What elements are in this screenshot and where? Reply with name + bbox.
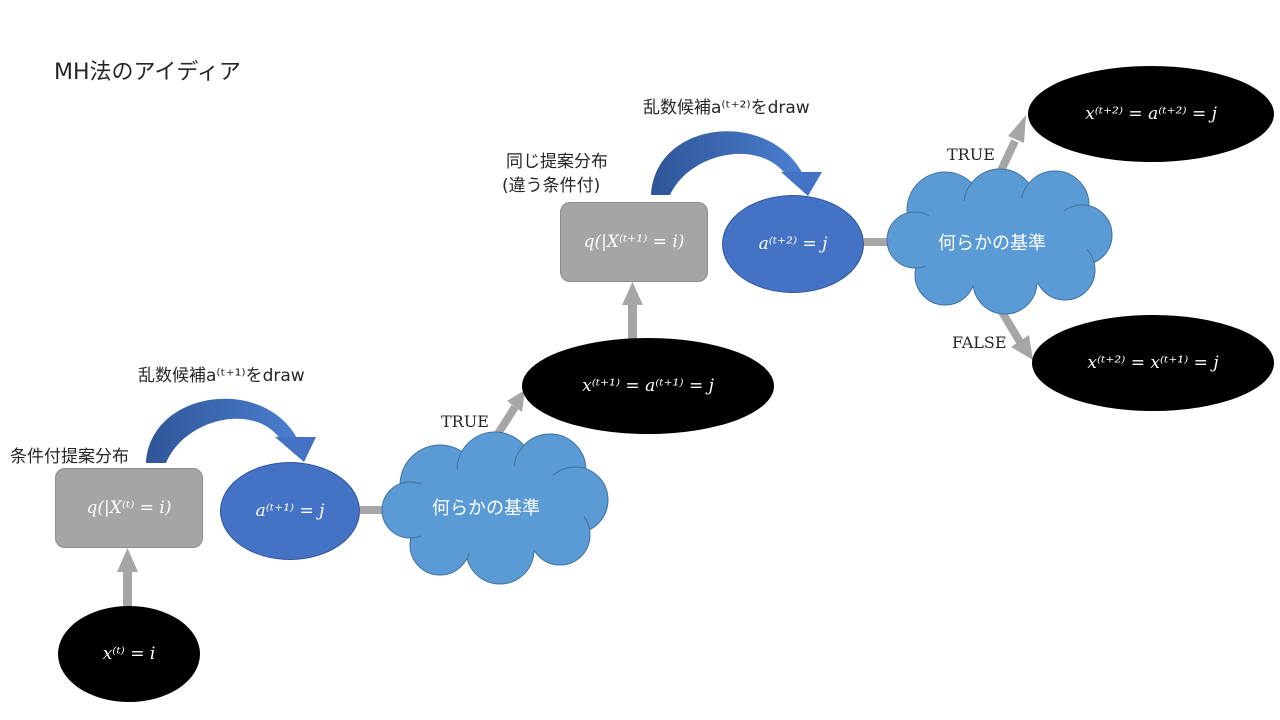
false-label: FALSE — [952, 333, 1007, 352]
arrow-xt1-to-q2 — [622, 282, 643, 342]
page-title: MH法のアイディア — [54, 60, 241, 85]
node-x-t1: x⁽ᵗ⁺¹⁾ = a⁽ᵗ⁺¹⁾ = j — [522, 338, 774, 434]
cloud-criterion-1 — [381, 431, 609, 585]
node-a-t2: a⁽ᵗ⁺²⁾ = j — [722, 195, 864, 293]
draw-label-1: 乱数候補a⁽ᵗ⁺¹⁾をdraw — [138, 366, 305, 386]
curved-arrow-draw-1 — [146, 398, 316, 463]
criterion-label-1: 何らかの基準 — [432, 498, 540, 519]
node-x-t2-false: x⁽ᵗ⁺²⁾ = x⁽ᵗ⁺¹⁾ = j — [1032, 315, 1274, 411]
criterion-label-2: 何らかの基準 — [938, 233, 1046, 254]
true-label-2: TRUE — [947, 145, 995, 164]
draw-label-2: 乱数候補a⁽ᵗ⁺²⁾をdraw — [643, 98, 810, 118]
proposal-label-2-line2: (違う条件付) — [502, 176, 601, 196]
connector-a1-cloud1 — [360, 506, 390, 514]
arrow-cloud2-true — [994, 115, 1026, 179]
curved-arrow-draw-2 — [651, 131, 822, 196]
cloud-criterion-2 — [886, 168, 1113, 315]
arrow-cloud2-false — [998, 309, 1033, 360]
arrow-xt-to-q1 — [117, 548, 138, 608]
node-x-t2-true: x⁽ᵗ⁺²⁾ = a⁽ᵗ⁺²⁾ = j — [1028, 66, 1274, 162]
proposal-box-2: q(|X⁽ᵗ⁺¹⁾ = i) — [560, 202, 708, 282]
connector-a2-cloud2 — [864, 238, 894, 246]
proposal-label-2-line1: 同じ提案分布 — [506, 152, 608, 172]
node-x-t: x⁽ᵗ⁾ = i — [58, 606, 200, 702]
node-a-t1: a⁽ᵗ⁺¹⁾ = j — [220, 462, 360, 560]
proposal-label-1: 条件付提案分布 — [10, 447, 129, 467]
proposal-box-1: q(|X⁽ᵗ⁾ = i) — [55, 468, 203, 548]
true-label-1: TRUE — [441, 412, 489, 431]
